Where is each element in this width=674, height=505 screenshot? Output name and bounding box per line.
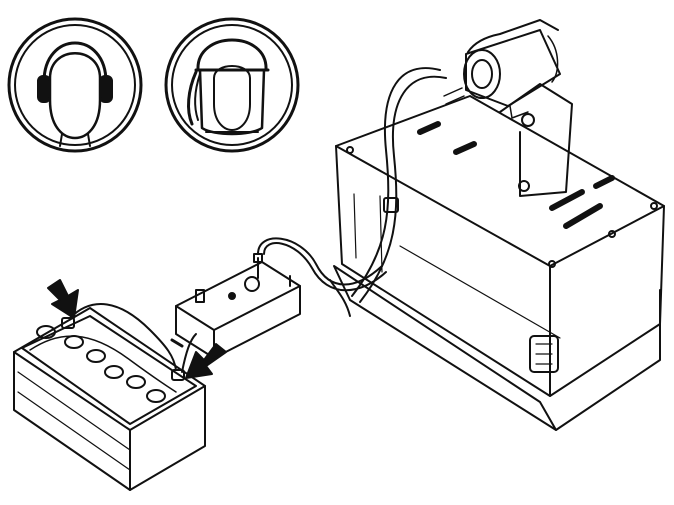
motor-cable bbox=[351, 67, 447, 303]
battery-terminal-arrow-2 bbox=[185, 343, 227, 379]
motor-assembly bbox=[443, 19, 573, 197]
charger-cable bbox=[257, 237, 387, 317]
control-unit bbox=[333, 95, 665, 431]
battery-terminal-arrow-1 bbox=[47, 279, 79, 319]
charger bbox=[175, 253, 301, 359]
face-shield-icon bbox=[164, 17, 300, 153]
ear-protection-icon bbox=[7, 17, 143, 153]
battery-cables bbox=[69, 303, 197, 373]
battery bbox=[13, 307, 206, 491]
